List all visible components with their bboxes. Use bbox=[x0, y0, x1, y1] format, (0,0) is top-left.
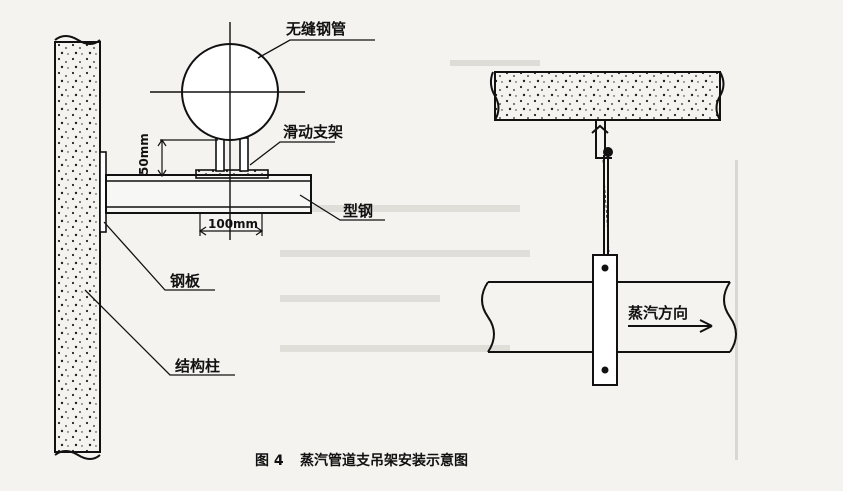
dimension-100mm bbox=[198, 213, 264, 236]
ceiling-slab bbox=[489, 71, 725, 121]
bleed-through-text bbox=[280, 60, 738, 460]
steam-pipe bbox=[481, 281, 737, 353]
label-sliding-support: 滑动支架 bbox=[283, 123, 343, 141]
label-seamless-pipe: 无缝钢管 bbox=[285, 20, 346, 38]
label-structural-column: 结构柱 bbox=[175, 357, 220, 375]
sliding-support bbox=[195, 137, 269, 179]
dim-50mm-label: 50mm bbox=[137, 133, 151, 175]
label-section-steel: 型钢 bbox=[343, 202, 373, 220]
figure-title: 蒸汽管道支吊架安装示意图 bbox=[300, 452, 468, 469]
seamless-pipe bbox=[150, 22, 305, 240]
dimension-50mm bbox=[157, 138, 218, 178]
pipe-clamp bbox=[592, 254, 618, 386]
section-steel bbox=[105, 174, 312, 214]
label-steel-plate: 钢板 bbox=[170, 272, 201, 290]
figure-number: 图 4 bbox=[255, 453, 284, 469]
hanger-rod bbox=[602, 155, 610, 258]
dim-100mm-label: 100mm bbox=[208, 217, 258, 231]
hanger-anchor bbox=[591, 120, 613, 159]
leader-lines-left bbox=[84, 39, 385, 376]
steam-direction-arrow bbox=[628, 319, 713, 333]
structural-column bbox=[54, 35, 101, 460]
label-steam-direction: 蒸汽方向 bbox=[628, 304, 688, 322]
